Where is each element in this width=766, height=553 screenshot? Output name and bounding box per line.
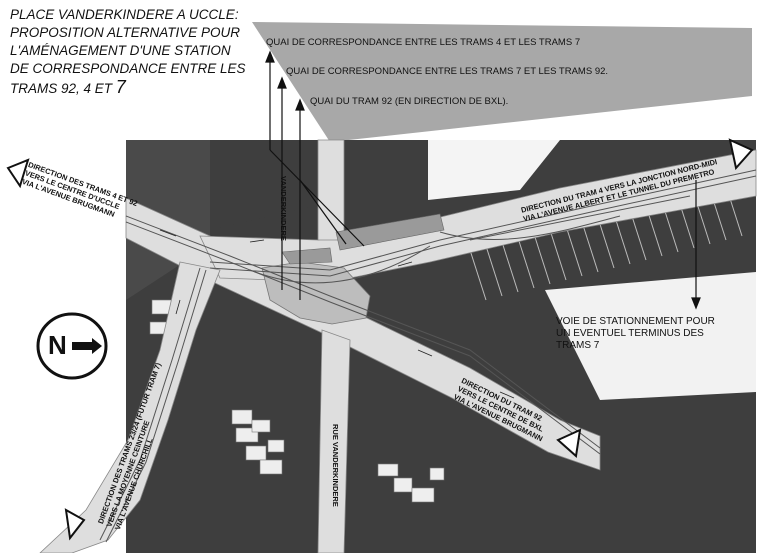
east-direction-triangle [728, 138, 754, 171]
quai-label-92: QUAI DU TRAM 92 (EN DIRECTION DE BXL). [310, 96, 509, 107]
quai-label-4-7: QUAI DE CORRESPONDANCE ENTRE LES TRAMS 4… [266, 37, 581, 48]
quai-callout-band [252, 22, 752, 142]
roads [39, 139, 757, 553]
compass-arrow-icon [72, 338, 102, 354]
lane-arrows [159, 229, 515, 399]
platform-north [335, 213, 445, 251]
title-line-1: PLACE VANDERKINDERE A UCCLE: [10, 7, 239, 22]
stationnement-white-area [545, 272, 756, 400]
title-line-5-prefix: TRAMS 92, 4 ET [10, 81, 113, 96]
street-label-vanderkindere-north: VANDERKINDERE [279, 176, 288, 241]
direction-markers [6, 138, 754, 541]
compass-north-letter: N [48, 330, 67, 360]
north-white-area [428, 140, 560, 200]
plan-title: PLACE VANDERKINDERE A UCCLE: PROPOSITION… [10, 6, 250, 98]
compass [36, 312, 108, 380]
title-line-4: DE CORRESPONDANCE ENTRE LES [10, 61, 246, 76]
leader-lines [265, 50, 701, 310]
north-white-area-2 [210, 140, 318, 230]
street-label-vanderkindere-south: RUE VANDERKINDERE [331, 424, 340, 507]
title-line-5: TRAMS 92, 4 ET 7 [10, 78, 250, 98]
buildings [149, 299, 445, 503]
southwest-direction-triangle [64, 508, 86, 541]
west-direction-triangle [6, 158, 30, 189]
platform-west [281, 247, 333, 265]
tram-tracks [99, 169, 757, 543]
central-island [261, 261, 371, 325]
southeast-direction-triangle [556, 428, 582, 458]
title-line-3: L'AMÉNAGEMENT D'UNE STATION [10, 43, 231, 58]
stationnement-line-1: VOIE DE STATIONNEMENT POUR [556, 316, 715, 327]
quai-label-7-92: QUAI DE CORRESPONDANCE ENTRE LES TRAMS 7… [286, 66, 609, 77]
stationnement-line-2: UN EVENTUEL TERMINUS DES [556, 328, 704, 339]
title-line-5-big: 7 [115, 77, 126, 97]
stationnement-note: VOIE DE STATIONNEMENT POUR UN EVENTUEL T… [556, 316, 715, 352]
title-line-2: PROPOSITION ALTERNATIVE POUR [10, 25, 241, 40]
stationnement-line-3: TRAMS 7 [556, 340, 600, 351]
